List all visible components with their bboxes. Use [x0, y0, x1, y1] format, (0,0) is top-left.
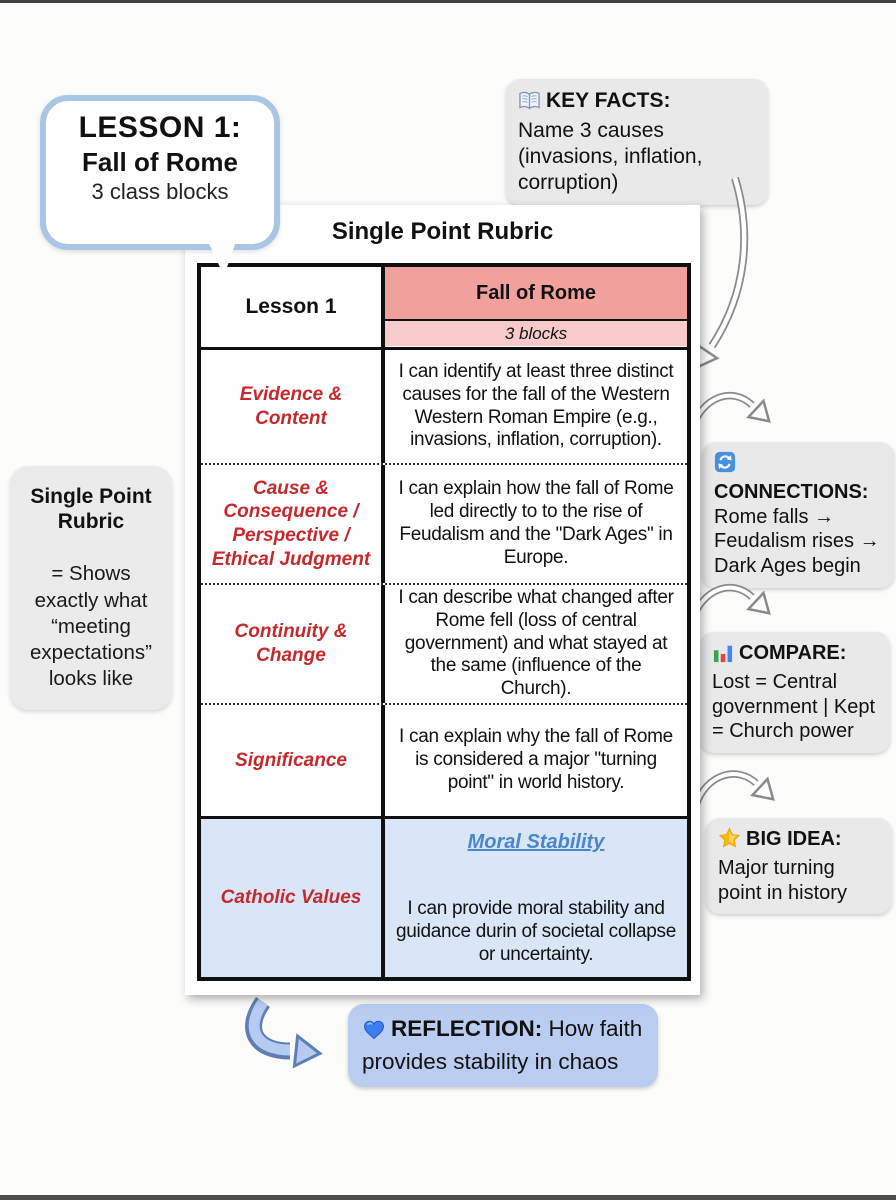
key-facts-arrow: [696, 176, 749, 369]
key-facts-label: KEY FACTS:: [546, 89, 671, 112]
lesson-speech-bubble: LESSON 1: Fall of Rome 3 class blocks: [40, 95, 280, 250]
moral-stability-link[interactable]: Moral Stability: [467, 831, 605, 853]
sync-icon: [714, 451, 736, 480]
connections-label: CONNECTIONS:: [714, 480, 869, 503]
connections-text: Rome falls → Feudalism rises → Dark Ages…: [714, 505, 880, 578]
header-topic-cell: Fall of Rome: [385, 267, 687, 319]
table-header-row: Lesson 1 Fall of Rome 3 blocks: [201, 267, 687, 350]
compare-text: Lost = Central government | Kept = Churc…: [712, 670, 876, 743]
key-facts-text: Name 3 causes (invasions, inflation, cor…: [518, 119, 703, 195]
note-title: Single Point Rubric: [30, 485, 152, 534]
speech-bubble-tail-fill: [200, 224, 242, 276]
note-body: = Shows exactly what “meeting expectatio…: [30, 562, 152, 691]
connections-callout: CONNECTIONS: Rome falls → Feudalism rise…: [702, 442, 894, 588]
reflection-arrow: [245, 997, 323, 1069]
rubric-card: Single Point Rubric Lesson 1 Fall of Rom…: [185, 205, 700, 995]
criterion-evidence: Evidence & Content: [201, 350, 385, 463]
lesson-title: LESSON 1:: [78, 111, 242, 144]
big-idea-label: BIG IDEA:: [746, 828, 842, 850]
rubric-table-title: Single Point Rubric: [331, 218, 554, 245]
reflection-text: How faith provides stability in chaos: [362, 1016, 643, 1075]
single-point-rubric-table: Lesson 1 Fall of Rome 3 blocks Evidence …: [197, 263, 691, 981]
big-idea-text: Major turning point in history: [718, 856, 847, 904]
table-row: Cause & Consequence / Perspective / Ethi…: [201, 465, 687, 585]
big-idea-callout: BIG IDEA: Major turning point in history: [706, 818, 892, 915]
star-icon: [718, 827, 741, 856]
key-facts-callout: KEY FACTS: Name 3 causes (invasions, inf…: [506, 79, 768, 206]
bar-chart-icon: [712, 643, 734, 670]
criterion-significance: Significance: [201, 705, 385, 816]
book-icon: [518, 90, 541, 118]
lesson-detail: 3 class blocks: [91, 179, 229, 204]
descriptor-evidence: I can identify at least three distinct c…: [398, 360, 674, 451]
criterion-cause: Cause & Consequence / Perspective / Ethi…: [201, 465, 385, 583]
criterion-continuity: Continuity & Change: [201, 585, 385, 703]
top-edge-artifact: [0, 0, 896, 3]
table-row: Evidence & Content I can identify at lea…: [201, 350, 687, 465]
table-row-catholic-values: Catholic Values Moral Stability I can pr…: [201, 816, 687, 977]
compare-callout: COMPARE: Lost = Central government | Kep…: [700, 632, 890, 754]
compare-label: COMPARE:: [739, 642, 847, 664]
header-lesson-cell: Lesson 1: [201, 267, 385, 347]
rubric-definition-note: Single Point Rubric = Shows exactly what…: [10, 466, 172, 710]
bottom-edge-artifact: [0, 1195, 896, 1200]
descriptor-cause: I can explain how the fall of Rome led d…: [398, 478, 674, 568]
criterion-catholic-values: Catholic Values: [201, 819, 385, 977]
descriptor-catholic-values: I can provide moral stability and guidan…: [396, 898, 676, 965]
lesson-subtitle: Fall of Rome: [81, 147, 238, 177]
descriptor-significance: I can explain why the fall of Rome is co…: [399, 726, 673, 793]
reflection-callout: REFLECTION: How faith provides stability…: [348, 1004, 658, 1087]
descriptor-continuity: I can describe what changed after Rome f…: [398, 587, 674, 700]
big-idea-arrow: [692, 770, 775, 807]
blue-heart-icon: [362, 1018, 386, 1047]
table-row: Continuity & Change I can describe what …: [201, 585, 687, 705]
reflection-label: REFLECTION:: [391, 1016, 543, 1041]
table-row: Significance I can explain why the fall …: [201, 705, 687, 816]
header-blocks-cell: 3 blocks: [385, 319, 687, 346]
